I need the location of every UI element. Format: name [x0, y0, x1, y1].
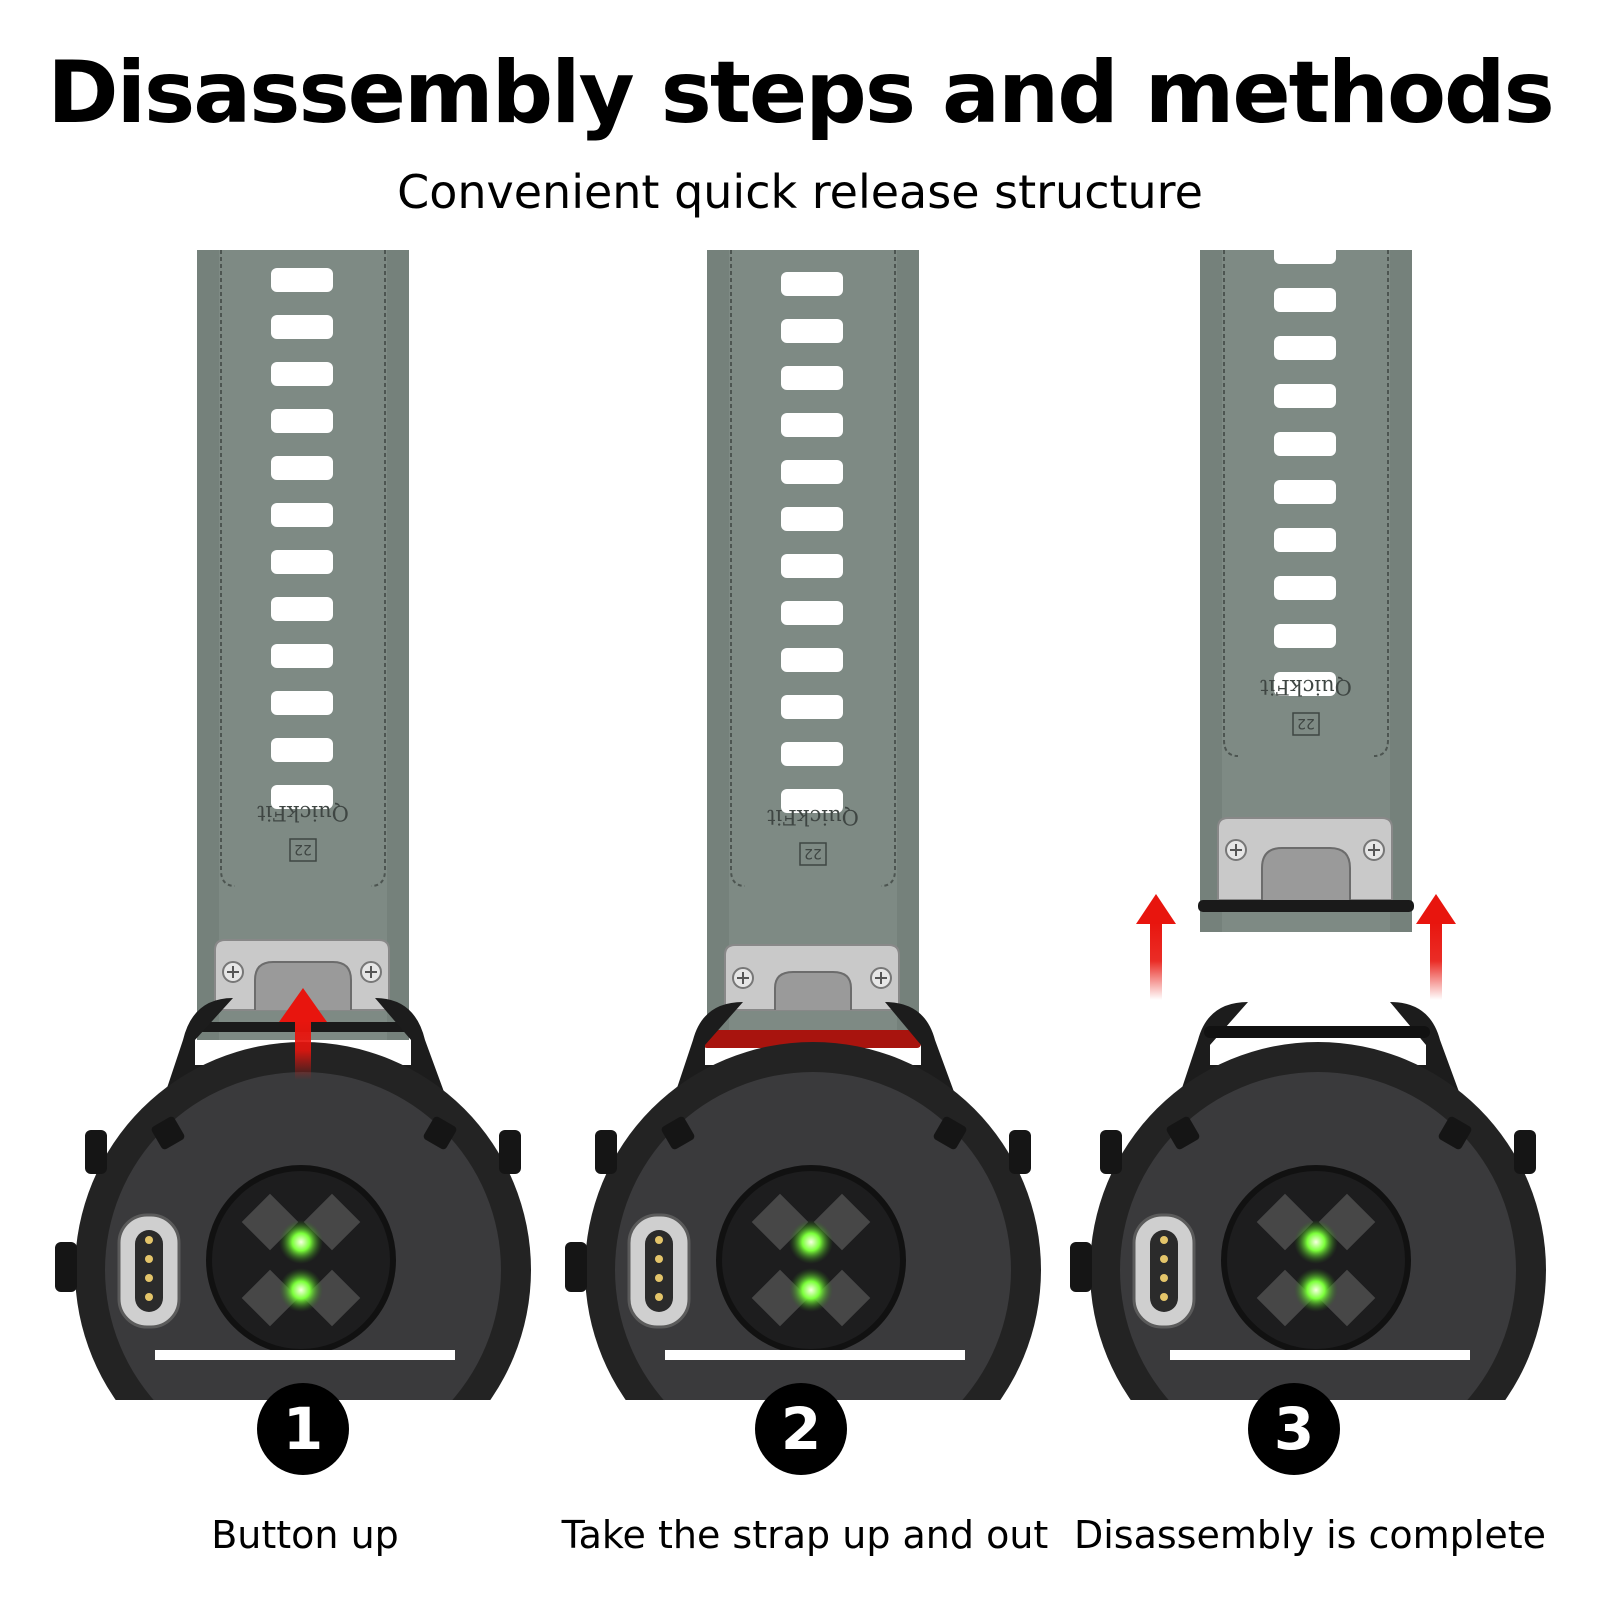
step-3-badge: 3: [1248, 1383, 1340, 1475]
watch-body: [1070, 1002, 1546, 1400]
quick-release-buckle: [193, 939, 411, 1032]
silicone-strap: 22 QuickFit: [707, 250, 919, 1040]
strap-brand-mark: QuickFit: [767, 805, 859, 829]
arrow-up-icon: [1416, 894, 1456, 1000]
silicone-strap: 22 QuickFit: [197, 250, 409, 1040]
quick-release-buckle: [703, 944, 921, 1048]
arrow-up-icon: [1136, 894, 1176, 1000]
arrow-up-icon: [279, 988, 327, 1080]
page-subtitle: Convenient quick release structure: [397, 165, 1203, 219]
watch-body: [565, 1002, 1041, 1400]
strap-size-mark: 22: [804, 845, 822, 861]
strap-holes: [271, 268, 333, 809]
step-3-illustration: 22 QuickFit: [1060, 250, 1580, 1475]
strap-holes: [781, 272, 843, 813]
watch-with-strap-removed: 22 QuickFit: [1070, 250, 1546, 1400]
step-1-badge: 1: [257, 1383, 349, 1475]
strap-brand-mark: QuickFit: [1260, 675, 1352, 699]
page-title: Disassembly steps and methods: [47, 43, 1555, 143]
step-2-caption: Take the strap up and out: [561, 1513, 1049, 1557]
strap-size-mark: 22: [294, 841, 312, 857]
strap-brand-mark: QuickFit: [257, 801, 349, 825]
strap-holes: [1274, 250, 1336, 696]
watch-with-strap-releasing: 22 QuickFit: [565, 250, 1041, 1400]
watch-body: [55, 998, 531, 1400]
step-1-illustration: 22 QuickFit: [45, 250, 565, 1475]
step-1-caption: Button up: [211, 1513, 399, 1557]
strap-size-mark: 22: [1297, 715, 1315, 731]
watch-with-strap-attached: 22 QuickFit: [55, 250, 531, 1400]
detached-silicone-strap: 22 QuickFit: [1198, 250, 1414, 932]
step-2-badge: 2: [755, 1383, 847, 1475]
step-2-illustration: 22 QuickFit: [555, 250, 1075, 1475]
step-3-caption: Disassembly is complete: [1073, 1513, 1547, 1557]
